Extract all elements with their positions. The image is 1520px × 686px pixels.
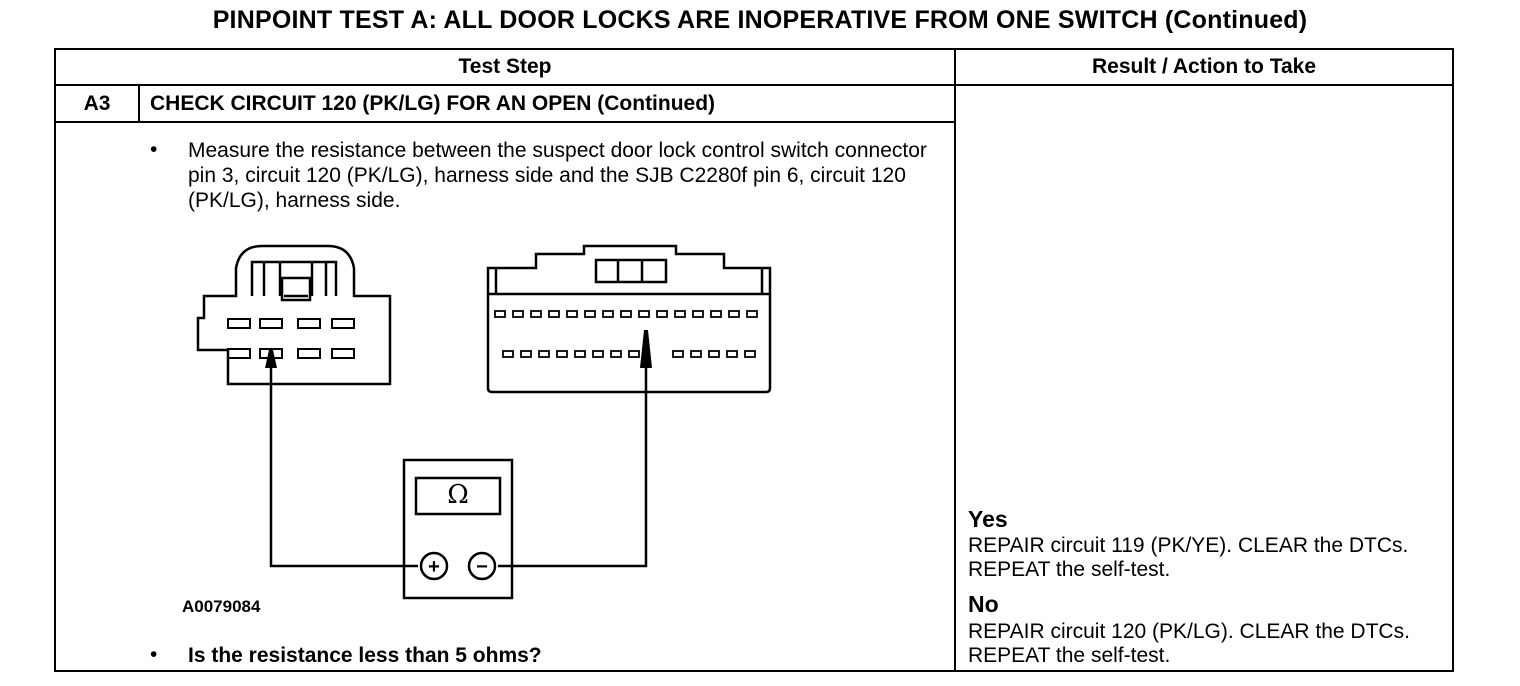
probe-right: [640, 330, 652, 550]
plus-terminal: +: [428, 556, 440, 578]
question-bullet: •: [150, 643, 158, 666]
question-text: Is the resistance less than 5 ohms?: [188, 644, 542, 667]
sjb-cavities: [494, 310, 758, 358]
ohmmeter: [402, 458, 514, 600]
instruction-text: Measure the resistance between the suspe…: [188, 139, 927, 212]
minus-terminal: −: [476, 556, 488, 578]
switch-connector: [196, 244, 392, 386]
instruction-bullet: •: [150, 138, 158, 161]
column-divider: [954, 50, 956, 670]
step-id-divider: [138, 86, 140, 121]
step-id: A3: [83, 92, 111, 115]
probe-left: [265, 350, 277, 550]
figure-id: A0079084: [182, 597, 261, 616]
sjb-connector: [486, 244, 772, 394]
result-yes-text: REPAIR circuit 119 (PK/YE). CLEAR the DT…: [968, 534, 1409, 581]
pinpoint-test-table: Test Step Result / Action to Take A3 CHE…: [54, 48, 1454, 672]
step-row-divider: [56, 121, 954, 123]
result-yes-label: Yes: [968, 506, 1008, 532]
ohm-symbol: Ω: [447, 480, 469, 510]
result-no-label: No: [968, 591, 999, 617]
page-title: PINPOINT TEST A: ALL DOOR LOCKS ARE INOP…: [212, 6, 1308, 34]
header-divider: [56, 84, 1452, 86]
header-result: Result / Action to Take: [1091, 55, 1317, 78]
wiring-diagram: Ω + − A0079084: [182, 244, 772, 616]
step-title: CHECK CIRCUIT 120 (PK/LG) FOR AN OPEN (C…: [150, 92, 716, 115]
header-test-step: Test Step: [458, 55, 552, 78]
result-no-text: REPAIR circuit 120 (PK/LG). CLEAR the DT…: [968, 620, 1410, 667]
test-leads: [269, 550, 648, 568]
